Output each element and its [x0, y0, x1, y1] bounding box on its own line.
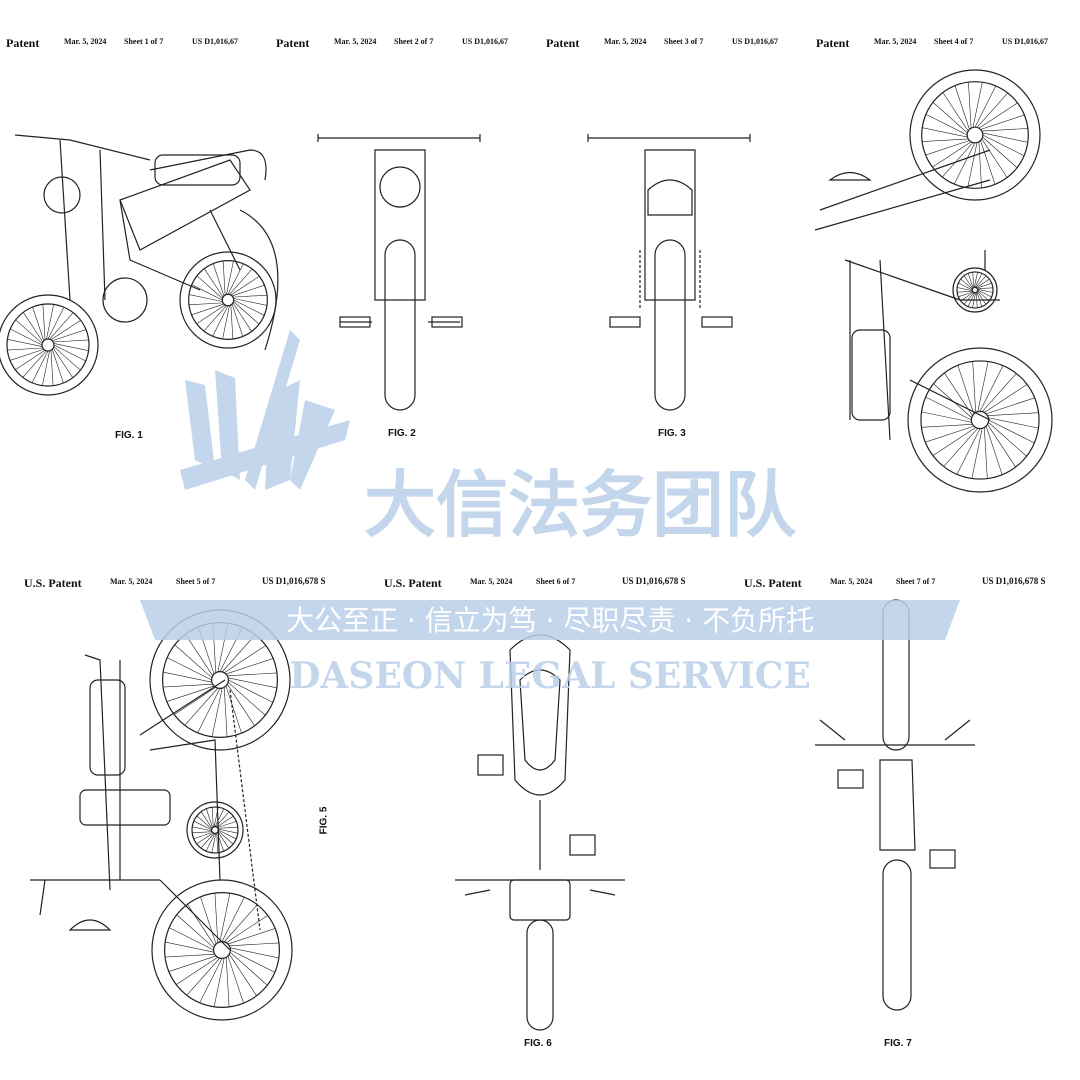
- date: Mar. 5, 2024: [470, 577, 513, 586]
- fig5-drawing: [30, 654, 261, 951]
- wheel: [952, 267, 998, 313]
- sheet-number: Sheet 7 of 7: [896, 577, 936, 586]
- sheet-number: Sheet 4 of 7: [934, 37, 974, 46]
- sheet-number: Sheet 3 of 7: [664, 37, 704, 46]
- date: Mar. 5, 2024: [64, 37, 107, 46]
- date: Mar. 5, 2024: [874, 37, 917, 46]
- patent-label: U.S. Patent: [744, 576, 802, 590]
- patent-label: Patent: [816, 36, 850, 50]
- patent-label: U.S. Patent: [24, 576, 82, 590]
- sheet-header-6: U.S. Patent Mar. 5, 2024 Sheet 6 of 7 US…: [384, 574, 686, 592]
- patent-number: US D1,016,67: [1002, 37, 1049, 46]
- fig1-drawing: [14, 134, 279, 351]
- fig6-drawing: [455, 634, 625, 1031]
- date: Mar. 5, 2024: [334, 37, 377, 46]
- sheet-header-3: Patent Mar. 5, 2024 Sheet 3 of 7 US D1,0…: [546, 34, 778, 52]
- patent-number: US D1,016,678 S: [622, 576, 686, 586]
- sheet-number: Sheet 6 of 7: [536, 577, 576, 586]
- patent-number: US D1,016,67: [732, 37, 779, 46]
- patent-label: Patent: [276, 36, 310, 50]
- sheet-number: Sheet 2 of 7: [394, 37, 434, 46]
- fig3-drawing: [587, 134, 751, 411]
- wheel: [151, 879, 293, 1021]
- date: Mar. 5, 2024: [604, 37, 647, 46]
- sheet-number: Sheet 5 of 7: [176, 577, 216, 586]
- date: Mar. 5, 2024: [110, 577, 153, 586]
- fig7-drawing: [815, 599, 975, 1011]
- patent-number: US D1,016,678 S: [982, 576, 1046, 586]
- wheel: [149, 609, 291, 751]
- fig2-drawing: [317, 134, 481, 411]
- wheel: [909, 69, 1041, 201]
- patent-number: US D1,016,678 S: [262, 576, 326, 586]
- patent-label: Patent: [6, 36, 40, 50]
- sheet-header-2: Patent Mar. 5, 2024 Sheet 2 of 7 US D1,0…: [276, 34, 508, 52]
- fig-2-label: FIG. 2: [388, 428, 416, 439]
- sheet-header-5: U.S. Patent Mar. 5, 2024 Sheet 5 of 7 US…: [24, 574, 326, 592]
- wheel: [907, 347, 1053, 493]
- patent-number: US D1,016,67: [192, 37, 239, 46]
- fig-6-label: FIG. 6: [524, 1038, 552, 1049]
- date: Mar. 5, 2024: [830, 577, 873, 586]
- patent-label: U.S. Patent: [384, 576, 442, 590]
- sheet-header-7: U.S. Patent Mar. 5, 2024 Sheet 7 of 7 US…: [744, 574, 1046, 592]
- patent-label: Patent: [546, 36, 580, 50]
- sheet-header-1: Patent Mar. 5, 2024 Sheet 1 of 7 US D1,0…: [6, 34, 238, 52]
- wheels: [0, 69, 1053, 1021]
- fig-5-label: FIG. 5: [318, 806, 330, 835]
- sheet-number: Sheet 1 of 7: [124, 37, 164, 46]
- wheel: [186, 801, 244, 859]
- patent-number: US D1,016,67: [462, 37, 509, 46]
- fig-3-label: FIG. 3: [658, 428, 686, 439]
- fig-7-label: FIG. 7: [884, 1038, 912, 1049]
- wheel: [0, 294, 99, 396]
- fig4-drawing: [814, 149, 1000, 441]
- fig-1-label: FIG. 1: [115, 430, 143, 441]
- sheet-header-4: Patent Mar. 5, 2024 Sheet 4 of 7 US D1,0…: [816, 34, 1048, 52]
- wheel: [179, 251, 277, 349]
